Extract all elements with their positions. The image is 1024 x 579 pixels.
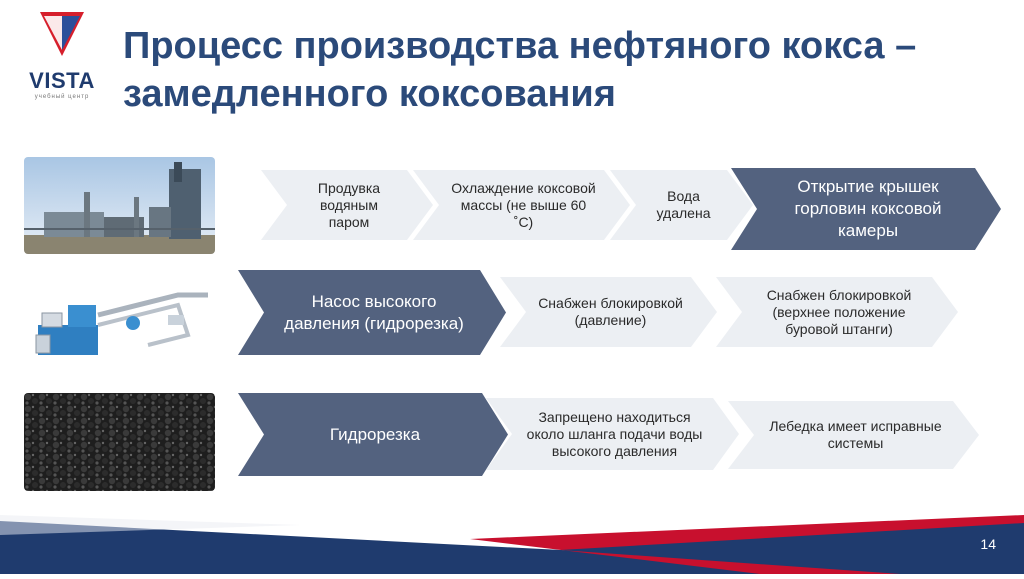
step-label: Продувка водяным паром [299,180,399,231]
step-label: Снабжен блокировкой (верхнее положение б… [754,287,924,338]
step-label: Запрещено находиться около шланга подачи… [524,409,705,460]
step-hose-prohibition: Запрещено находиться около шланга подачи… [486,398,739,470]
logo-mark-icon [22,10,102,70]
vista-logo: VISTA учебный центр [22,10,102,105]
logo-wordmark: VISTA [22,68,102,94]
step-high-pressure-pump: Насос высокого давления (гидрорезка) [238,270,506,355]
step-open-covers: Открытие крышек горловин коксовой камеры [731,168,1001,250]
page-number: 14 [980,536,996,552]
pump-unit-photo [28,275,214,365]
slide-title: Процесс производства нефтяного кокса – з… [123,22,1003,118]
step-label: Открытие крышек горловин коксовой камеры [769,176,967,242]
coke-photo [24,393,215,491]
footer-band [0,515,1024,574]
step-hydrocutting: Гидрорезка [238,393,508,476]
logo-subtitle: учебный центр [22,94,102,100]
refinery-photo [24,157,215,254]
step-pressure-interlock: Снабжен блокировкой (давление) [500,277,717,347]
step-label: Вода удалена [648,188,719,222]
step-drill-rod-interlock: Снабжен блокировкой (верхнее положение б… [716,277,958,347]
step-steam-purge: Продувка водяным паром [261,170,433,240]
step-cooling: Охлаждение коксовой массы (не выше 60 ˚C… [413,170,630,240]
step-label: Лебедка имеет исправные системы [766,418,945,452]
step-label: Насос высокого давления (гидрорезка) [276,291,472,335]
step-winch-systems: Лебедка имеет исправные системы [728,401,979,469]
step-label: Гидрорезка [330,424,420,446]
step-water-removed: Вода удалена [610,170,753,240]
step-label: Охлаждение коксовой массы (не выше 60 ˚C… [451,180,596,231]
step-label: Снабжен блокировкой (давление) [538,295,683,329]
